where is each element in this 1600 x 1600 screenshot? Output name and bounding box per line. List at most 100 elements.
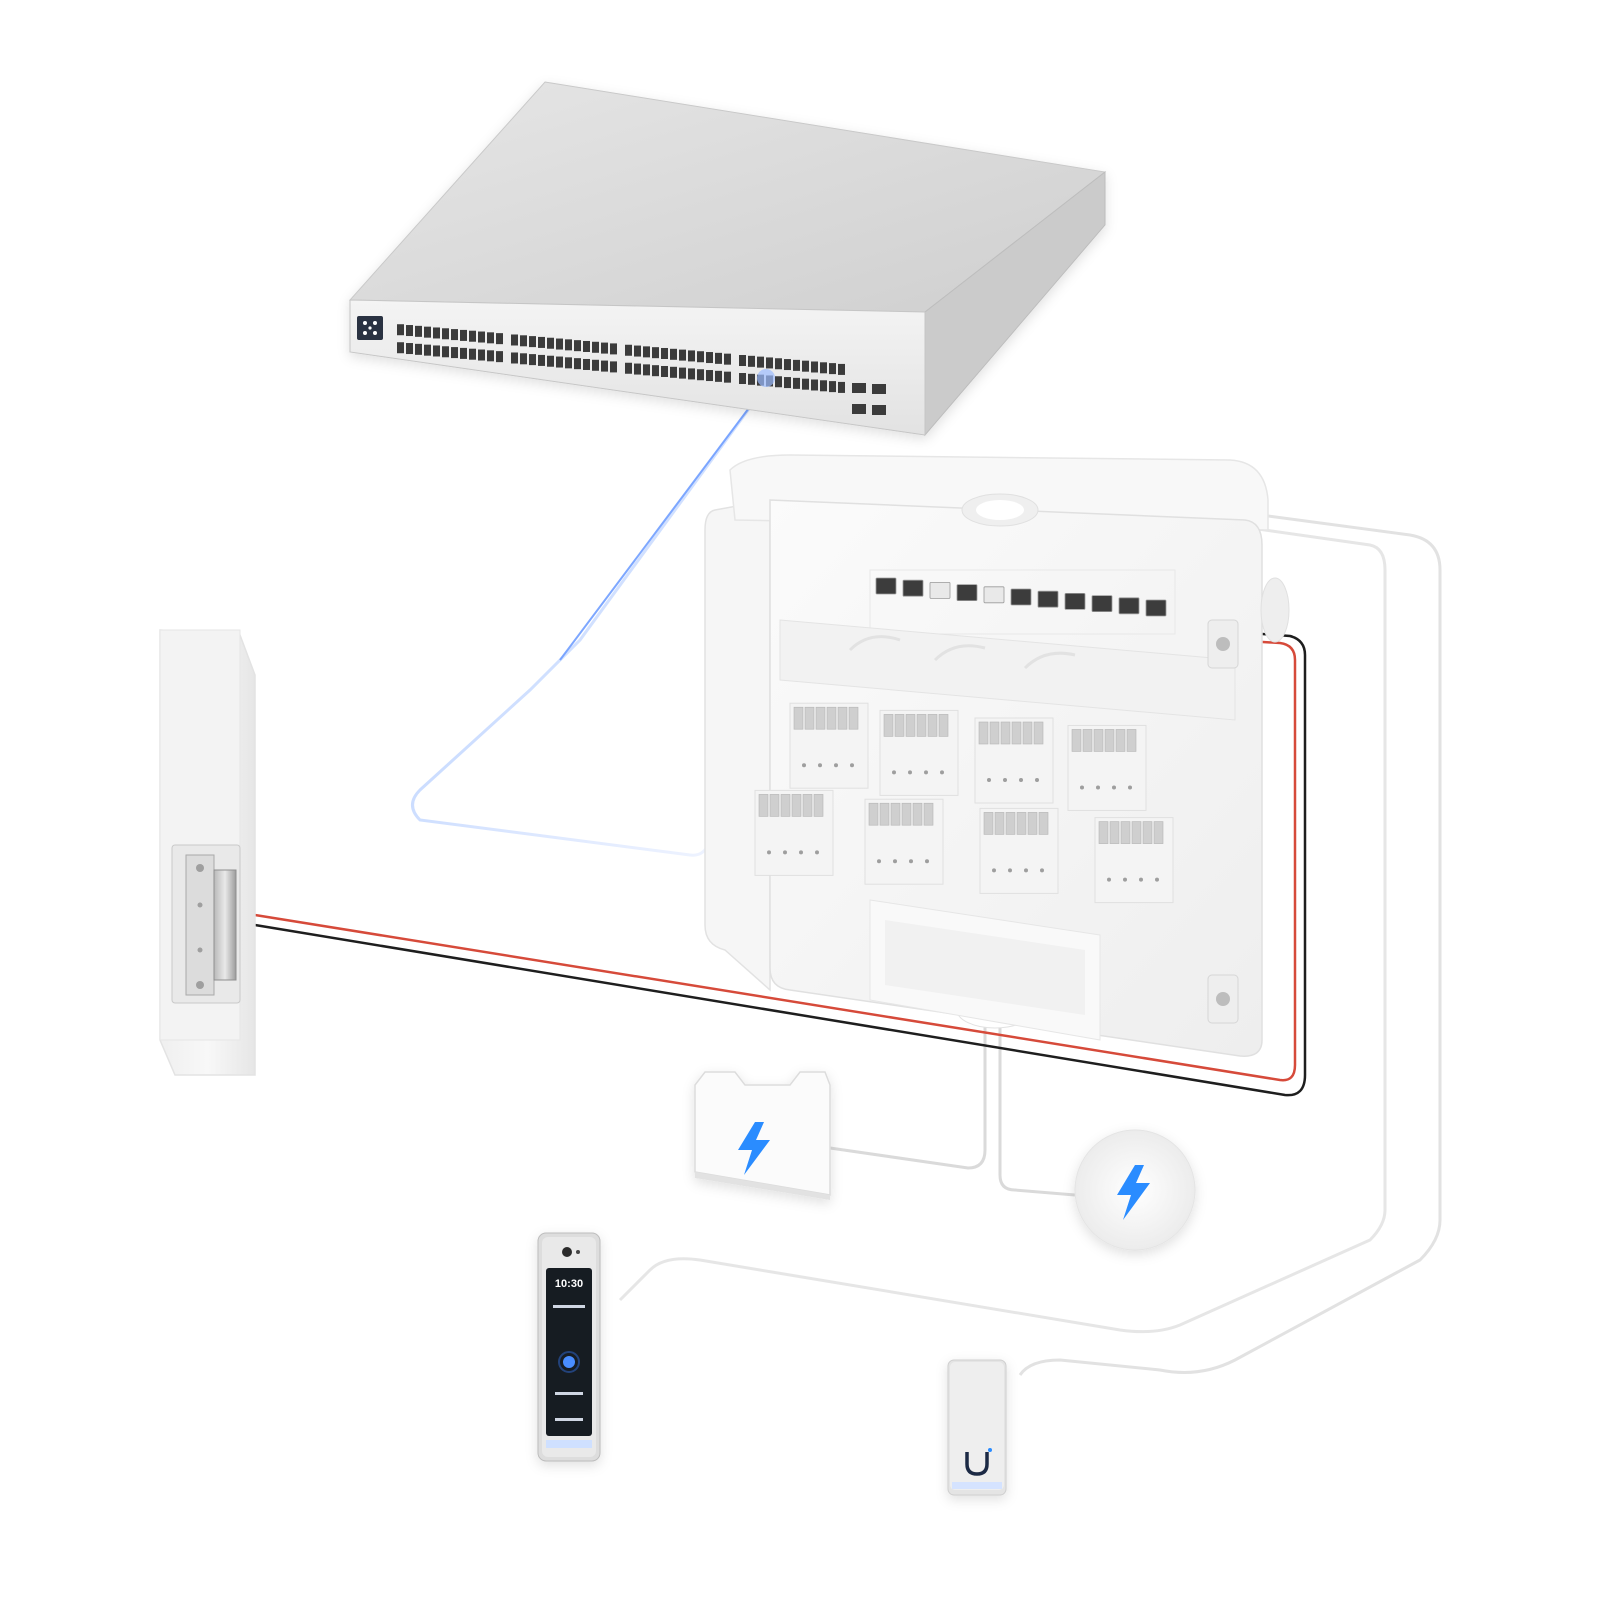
terminal-block	[1098, 821, 1109, 844]
hub-rj45-port	[1118, 597, 1140, 615]
switch-port	[784, 377, 791, 389]
switch-port	[652, 347, 659, 359]
switch-port	[601, 342, 608, 354]
terminal-block	[905, 714, 916, 737]
cables	[254, 379, 1442, 1376]
card-reader	[947, 1359, 1007, 1496]
switch-port	[433, 327, 440, 339]
switch-port	[415, 325, 422, 337]
hub-rj45-port	[1145, 599, 1167, 617]
power-adapter	[1074, 1129, 1196, 1251]
status-led	[1024, 868, 1028, 873]
psu-box-cable	[829, 940, 987, 1170]
status-led	[1128, 785, 1132, 790]
terminal-block	[1022, 721, 1033, 745]
terminal-block	[868, 802, 879, 826]
terminal-block	[1142, 821, 1153, 844]
u-logo-icon	[965, 1452, 989, 1476]
switch-port	[460, 329, 467, 341]
switch-port	[820, 362, 827, 374]
terminal-block	[894, 714, 905, 737]
terminal-block	[1038, 812, 1049, 835]
switch-port	[829, 381, 836, 393]
switch-port	[625, 344, 632, 356]
switch-port	[547, 337, 554, 349]
terminal-block	[890, 802, 901, 826]
switch-port	[766, 357, 773, 369]
switch-port	[643, 364, 650, 376]
terminal-block	[769, 794, 780, 817]
switch-port	[697, 369, 704, 381]
switch-port	[547, 355, 554, 367]
switch-port	[739, 355, 746, 367]
switch-port	[496, 333, 503, 345]
switch-port	[634, 345, 641, 357]
switch-port	[397, 324, 404, 336]
switch-port	[511, 334, 518, 346]
status-led	[850, 763, 854, 768]
hub-patch-panel	[875, 577, 1167, 617]
switch-port	[820, 380, 827, 392]
switch-port	[748, 355, 755, 367]
switch-port	[511, 352, 518, 364]
power-supply	[694, 1071, 831, 1200]
status-led	[1139, 877, 1143, 882]
switch-port	[601, 360, 608, 372]
switch-port	[487, 350, 494, 362]
terminal-block	[879, 802, 890, 826]
terminal-block	[1109, 821, 1120, 844]
terminal-block	[826, 706, 837, 730]
switch-port	[838, 363, 845, 375]
switch-port	[715, 352, 722, 364]
strike-keeper	[213, 869, 237, 981]
terminal-block	[1131, 821, 1142, 844]
hub-mount-bracket-top	[1207, 619, 1239, 669]
intercom-time: 10:30	[555, 1278, 583, 1290]
switch-port	[520, 335, 527, 347]
terminal-block	[1005, 812, 1016, 835]
switch-port	[802, 378, 809, 390]
terminal-block	[927, 714, 938, 737]
switch-port	[715, 370, 722, 382]
terminal-block	[758, 794, 769, 817]
hub-rj45-port	[983, 586, 1005, 604]
switch-port	[529, 354, 536, 366]
status-led	[1080, 785, 1084, 790]
lightning-bolt-icon	[1117, 1165, 1150, 1220]
switch-port	[520, 353, 527, 365]
terminal-block	[804, 706, 815, 730]
terminal-block	[802, 794, 813, 817]
terminal-block	[994, 812, 1005, 835]
status-led	[1040, 868, 1044, 873]
switch-port	[478, 349, 485, 361]
switch-port	[469, 330, 476, 342]
switch-port	[829, 363, 836, 375]
switch-port	[706, 352, 713, 364]
switch-port	[442, 328, 449, 340]
switch-port	[496, 351, 503, 363]
switch-port	[706, 370, 713, 382]
status-led	[1003, 778, 1007, 782]
status-led	[818, 763, 822, 768]
terminal-block	[883, 714, 894, 737]
hub-mount-bracket-bottom	[1207, 974, 1239, 1024]
switch-port	[670, 348, 677, 360]
hub-rj45-port	[929, 582, 951, 599]
status-led	[1019, 778, 1023, 782]
hub-knockout-right	[1260, 577, 1290, 643]
switch-port	[724, 353, 731, 365]
switch-logo-icon	[363, 321, 377, 335]
status-led	[1035, 778, 1039, 782]
terminal-block	[848, 706, 859, 730]
lock-wire-red	[254, 638, 1297, 1082]
hub-rj45-port	[875, 577, 897, 595]
switch-port	[574, 358, 581, 370]
status-led	[1096, 785, 1100, 790]
status-led	[767, 850, 771, 855]
switch-port	[610, 343, 617, 355]
status-led	[1112, 785, 1116, 790]
psu-round-cable	[998, 940, 1076, 1197]
terminal-block	[1027, 812, 1038, 835]
terminal-block	[815, 706, 826, 730]
